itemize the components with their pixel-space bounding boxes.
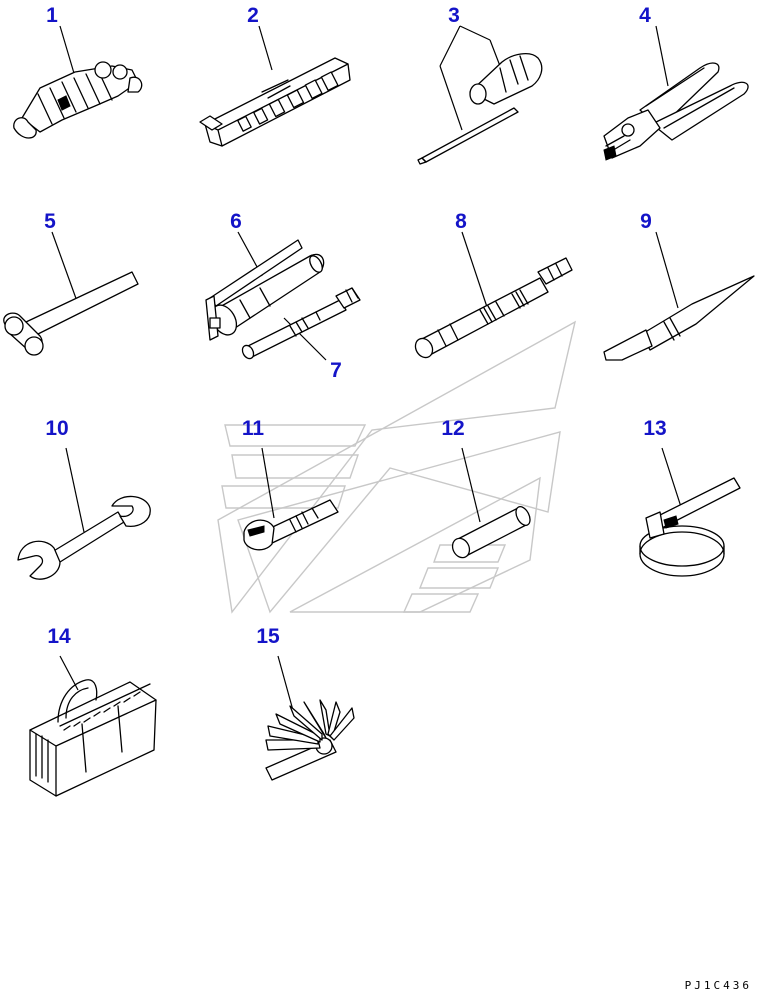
part-6-grease-gun <box>205 231 325 341</box>
callout-3: 3 <box>448 4 460 27</box>
part-14-tool-bag <box>29 655 157 797</box>
callout-labels: 1 2 3 4 5 6 7 8 9 10 11 12 13 14 15 <box>44 4 667 648</box>
part-7-nozzle <box>241 287 361 361</box>
callout-11: 11 <box>242 417 265 440</box>
part-5-hammer <box>3 231 139 356</box>
part-1-wrench-set <box>13 25 143 139</box>
part-9-pry-bar <box>603 231 755 361</box>
callout-15: 15 <box>256 625 280 648</box>
drawing-code: PJ1C436 <box>685 979 752 992</box>
part-10-wrench <box>17 447 151 580</box>
part-11-socket-handle <box>243 447 339 551</box>
callout-9: 9 <box>640 210 652 233</box>
part-4-pliers <box>603 25 749 161</box>
part-12-pin <box>451 447 531 559</box>
part-3-screwdriver <box>417 25 543 165</box>
part-13-filter-wrench <box>639 447 741 577</box>
callout-14: 14 <box>47 625 71 648</box>
callout-4: 4 <box>639 4 651 27</box>
callout-7: 7 <box>330 359 342 382</box>
part-8-extension-bar <box>414 231 573 359</box>
callout-5: 5 <box>44 210 56 233</box>
part-15-feeler-gauge <box>265 655 355 781</box>
callout-12: 12 <box>441 417 464 440</box>
callout-8: 8 <box>455 210 467 233</box>
watermark-logo <box>217 320 577 614</box>
callout-6: 6 <box>230 210 242 233</box>
callout-2: 2 <box>247 4 259 27</box>
callout-10: 10 <box>45 417 68 440</box>
part-2-socket-set <box>199 25 351 147</box>
callout-13: 13 <box>643 417 666 440</box>
callout-1: 1 <box>46 4 58 27</box>
